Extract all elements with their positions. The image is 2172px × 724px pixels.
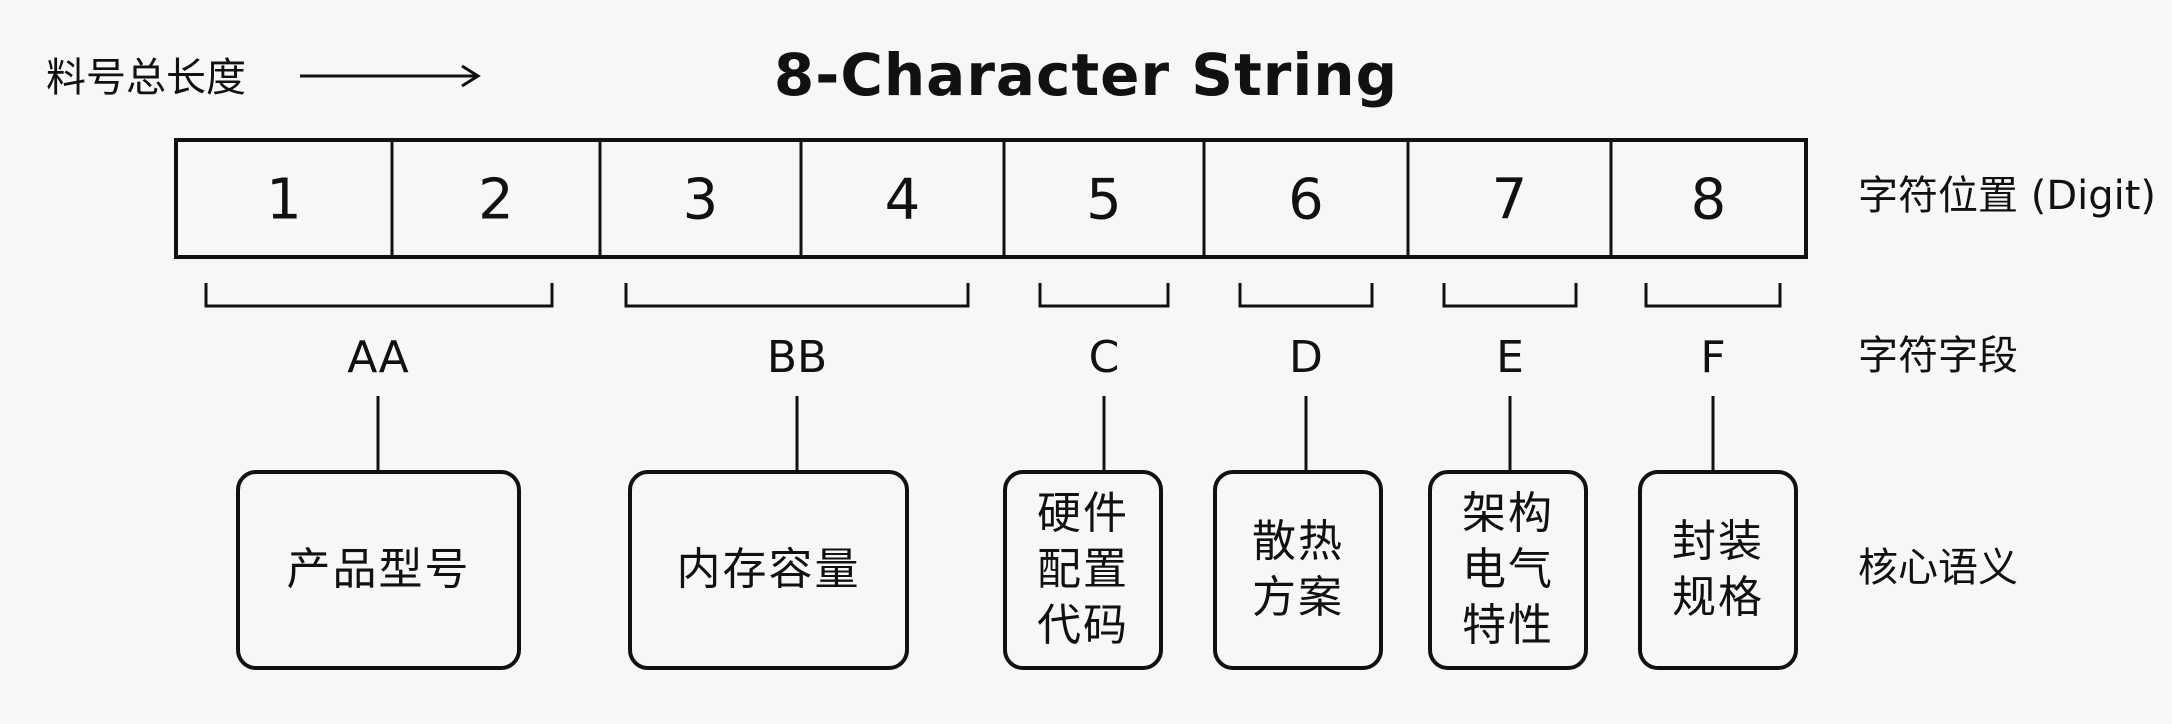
semantic-text-aa: 产品型号 <box>286 544 471 595</box>
field-label-c: C <box>1089 332 1120 383</box>
diagram-title: 8-Character String <box>773 41 1399 109</box>
field-label-bb: BB <box>767 332 827 383</box>
digit-cell-8: 8 <box>1691 168 1727 233</box>
semantic-text-d: 散热 方案 <box>1252 516 1344 623</box>
semantic-text-bb: 内存容量 <box>676 544 861 595</box>
digit-cell-2: 2 <box>478 168 514 233</box>
digit-cell-4: 4 <box>885 168 921 233</box>
semantic-box-c: 硬件 配置 代码 <box>1003 470 1163 670</box>
field-label-d: D <box>1289 332 1323 383</box>
field-label-aa: AA <box>347 332 408 383</box>
digit-strip-outline <box>174 138 1808 259</box>
row-label-semantic: 核心语义 <box>1858 545 2018 591</box>
digit-cell-6: 6 <box>1288 168 1324 233</box>
semantic-box-e: 架构 电气 特性 <box>1428 470 1588 670</box>
semantic-box-bb: 内存容量 <box>628 470 909 670</box>
semantic-box-f: 封装 规格 <box>1638 470 1798 670</box>
bracket-aa <box>204 283 554 308</box>
digit-cell-7: 7 <box>1492 168 1528 233</box>
digit-cell-1: 1 <box>266 168 302 233</box>
total-length-label: 料号总长度 <box>46 55 246 101</box>
bracket-c <box>1038 283 1170 308</box>
bracket-e <box>1442 283 1578 308</box>
bracket-d <box>1238 283 1374 308</box>
total-length-arrow <box>300 64 481 88</box>
semantic-text-f: 封装 规格 <box>1672 516 1764 623</box>
semantic-text-e: 架构 电气 特性 <box>1462 488 1554 651</box>
semantic-text-c: 硬件 配置 代码 <box>1037 488 1129 651</box>
field-label-f: F <box>1700 332 1725 383</box>
bracket-bb <box>624 283 970 308</box>
field-label-e: E <box>1496 332 1524 383</box>
row-label-field: 字符字段 <box>1858 333 2018 379</box>
semantic-box-aa: 产品型号 <box>236 470 521 670</box>
row-label-digit-position: 字符位置 (Digit) <box>1858 173 2157 219</box>
digit-cell-5: 5 <box>1086 168 1122 233</box>
semantic-box-d: 散热 方案 <box>1213 470 1383 670</box>
bracket-f <box>1644 283 1782 308</box>
digit-cell-3: 3 <box>683 168 719 233</box>
